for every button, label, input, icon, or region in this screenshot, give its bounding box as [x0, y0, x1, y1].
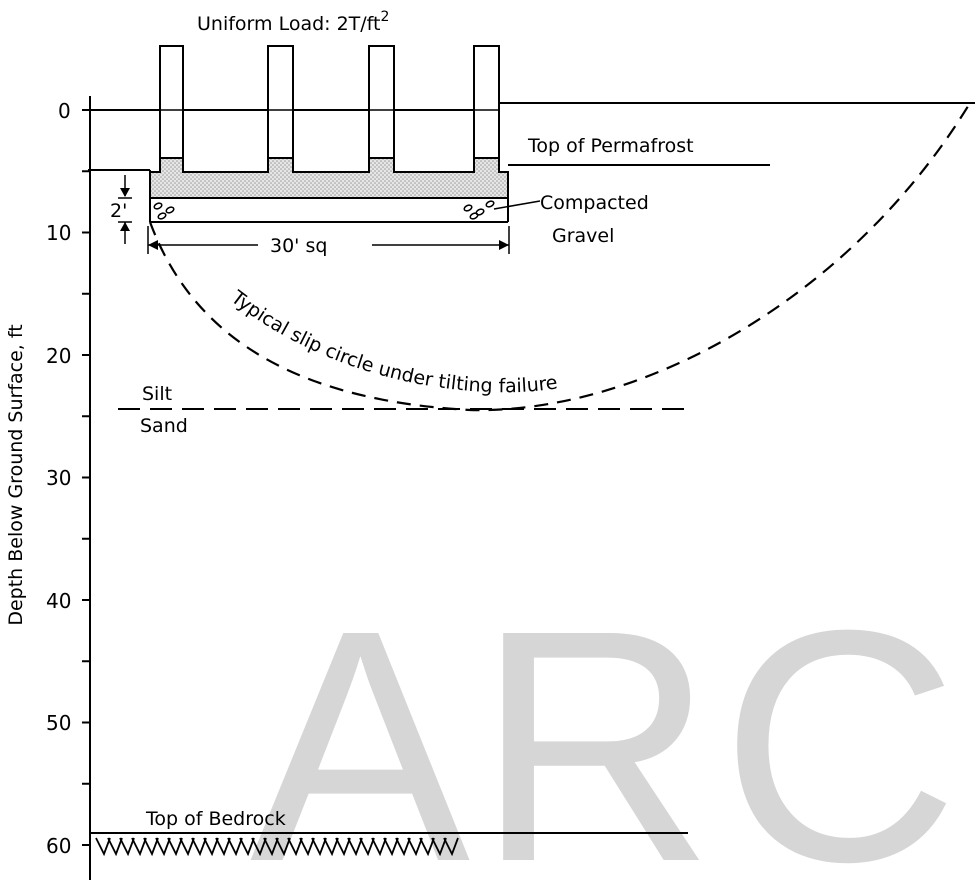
watermark: ARCHIVE [250, 561, 976, 886]
bedrock-hatch-mark [383, 837, 399, 857]
bedrock-hatch-mark [191, 837, 207, 857]
gravel-label-1: Compacted [540, 192, 649, 214]
gravel-stones-right [463, 200, 495, 220]
width-arrow-right [499, 240, 509, 250]
bedrock-hatch-mark [395, 837, 411, 857]
tick-label-60: 60 [46, 834, 71, 858]
tick-label-0: 0 [58, 99, 71, 123]
tick-label-10: 10 [46, 221, 71, 245]
pedestal-2 [267, 45, 294, 159]
slip-circle-label: Typical slip circle under tilting failur… [226, 286, 559, 397]
bedrock-hatch-mark [299, 837, 315, 857]
gravel-label-2: Gravel [552, 225, 614, 247]
bedrock-hatch-mark [179, 837, 195, 857]
gravel-stones-left [153, 202, 175, 220]
silt-sand-boundary: Silt Sand [118, 383, 690, 437]
y-axis: 0 10 20 30 40 50 60 Depth Below Ground S… [5, 96, 91, 880]
bedrock-hatch-mark [167, 837, 183, 857]
thickness-arrow-top [120, 188, 130, 197]
thickness-label: 2' [110, 200, 127, 222]
tick-label-30: 30 [46, 466, 71, 490]
width-arrow-left [148, 240, 158, 250]
bedrock-hatch-mark [107, 837, 123, 857]
footing-slab [149, 157, 509, 199]
load-annotation: Uniform Load: 2T/ft2 [197, 9, 389, 35]
bedrock-hatch-mark [239, 837, 255, 857]
tick-label-40: 40 [46, 589, 71, 613]
footing-structure [149, 45, 509, 199]
bedrock-label: Top of Bedrock [145, 808, 286, 830]
bedrock-hatch-mark [419, 837, 435, 857]
bedrock-hatch-mark [323, 837, 339, 857]
pedestal-1 [159, 45, 184, 159]
silt-label: Silt [142, 383, 172, 405]
bedrock-hatch-mark [287, 837, 303, 857]
thickness-arrow-bottom [120, 222, 130, 231]
pedestal-3 [368, 45, 395, 159]
bedrock-hatch-mark [155, 837, 171, 857]
sand-label: Sand [140, 415, 188, 437]
bedrock-hatch [95, 837, 459, 857]
width-label: 30' sq [270, 235, 327, 257]
bedrock-hatch-mark [311, 837, 327, 857]
bedrock-hatch-mark [251, 837, 267, 857]
tick-marks [82, 109, 90, 846]
bedrock-hatch-mark [275, 837, 291, 857]
bedrock-hatch-mark [347, 837, 363, 857]
gravel-layer: Compacted Gravel [149, 192, 649, 247]
bedrock-hatch-mark [371, 837, 387, 857]
bedrock-hatch-mark [407, 837, 423, 857]
bedrock-hatch-mark [335, 837, 351, 857]
bedrock-hatch-mark [227, 837, 243, 857]
bedrock: Top of Bedrock [90, 808, 688, 857]
tick-label-50: 50 [46, 711, 71, 735]
thickness-dimension: 2' [110, 175, 132, 244]
permafrost-label: Top of Permafrost [527, 135, 694, 157]
bedrock-hatch-mark [95, 837, 111, 857]
slip-circle-curve [148, 102, 971, 412]
bedrock-hatch-mark [359, 837, 375, 857]
bedrock-hatch-mark [443, 837, 459, 857]
load-label: Uniform Load: 2T/ft2 [197, 9, 389, 35]
pedestal-4 [473, 45, 500, 159]
bedrock-hatch-mark [431, 837, 447, 857]
y-axis-title: Depth Below Ground Surface, ft [5, 324, 27, 625]
bedrock-hatch-mark [203, 837, 219, 857]
bedrock-hatch-mark [143, 837, 159, 857]
bedrock-hatch-mark [263, 837, 279, 857]
tick-label-20: 20 [46, 344, 71, 368]
bedrock-hatch-mark [131, 837, 147, 857]
width-dimension: 30' sq [147, 226, 510, 257]
gravel-leader-line [493, 200, 541, 210]
bedrock-hatch-mark [215, 837, 231, 857]
bedrock-hatch-mark [119, 837, 135, 857]
watermark-text: ARCHIVE [250, 561, 976, 886]
